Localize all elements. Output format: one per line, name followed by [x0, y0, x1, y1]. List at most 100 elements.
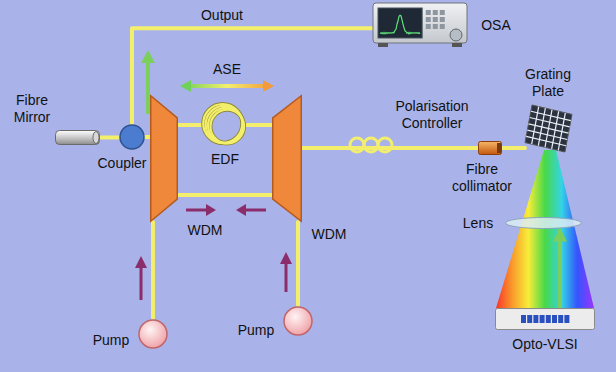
wdm-body — [151, 96, 178, 222]
grating-plate-outline — [525, 105, 572, 152]
fibre-line — [502, 146, 525, 150]
coupler-circle-outline — [119, 124, 145, 150]
instrument-foot — [378, 43, 388, 47]
instrument-knob — [450, 29, 462, 41]
chip-pixel — [527, 315, 532, 323]
chip-pixel — [533, 315, 538, 323]
coupler-body — [120, 125, 144, 149]
instrument-button — [426, 17, 431, 22]
lens-body — [506, 218, 582, 229]
pump-direction-arrowhead — [236, 204, 246, 216]
part-label: EDF — [205, 151, 245, 168]
pump-laser-outline — [282, 305, 314, 337]
instrument-body — [373, 3, 467, 43]
instrument-button — [426, 10, 431, 15]
ase-arrow — [190, 84, 264, 88]
pump-direction-arrowhead — [280, 252, 292, 264]
wdm-trapezoid: WDM — [272, 95, 302, 222]
fibre-line — [151, 222, 155, 318]
coil-loop — [208, 108, 243, 143]
beam-label: ASE — [207, 61, 247, 78]
instrument-button — [440, 17, 445, 22]
part-label: Coupler — [92, 155, 152, 172]
chip-pixel — [521, 315, 526, 323]
polarisation-coils: Polarisation Controller — [345, 137, 397, 159]
fibre-mirror: Fibre Mirror — [55, 130, 100, 145]
part-label: Pump — [236, 322, 276, 339]
part-label: OSA — [476, 17, 516, 34]
lens-outline — [505, 217, 582, 229]
fibre-loop — [378, 138, 392, 152]
fibre-mirror-outline — [55, 130, 100, 145]
collimator-body — [479, 142, 502, 155]
pump-direction-arrowhead — [135, 256, 147, 268]
instrument-button — [426, 24, 431, 29]
chip-pixel — [552, 315, 557, 323]
chip-pixel — [564, 315, 569, 323]
beam-arrow — [558, 229, 562, 308]
pump-body — [139, 320, 167, 348]
part-label: Pump — [91, 332, 131, 349]
part-label: Fibre collimator — [442, 161, 522, 195]
pump-laser: Pump — [282, 305, 314, 337]
part-label: WDM — [183, 222, 227, 239]
wdm-body — [273, 96, 302, 222]
coil-shadow — [208, 108, 243, 143]
spectrum-analyser-outline — [372, 2, 468, 48]
beam-label: Output — [192, 7, 252, 24]
instrument-button — [433, 17, 438, 22]
instrument-button — [440, 10, 445, 15]
wdm-trapezoid-outline — [150, 95, 178, 222]
instrument-button — [433, 24, 438, 29]
opto-vlsi-chip-outline — [495, 308, 595, 330]
part-label: WDM — [307, 226, 351, 243]
pump-direction-arrowhead — [206, 204, 216, 216]
wdm-trapezoid-outline — [272, 95, 302, 222]
fibre-line — [145, 135, 150, 139]
collimator: Fibre collimator — [478, 141, 502, 155]
spectrum-analyser: OSA — [372, 2, 468, 48]
part-label: Grating Plate — [516, 66, 580, 100]
lens: Lens — [505, 217, 582, 229]
pump-body — [284, 307, 312, 335]
mirror-end — [93, 132, 99, 144]
part-label: Opto-VLSI — [500, 336, 590, 353]
part-label: Polarisation Controller — [382, 98, 482, 132]
grating-body — [525, 105, 572, 152]
instrument-screen — [378, 8, 422, 38]
chip-pixel — [546, 315, 551, 323]
polarisation-coils-outline — [345, 137, 397, 159]
coupler-circle: Coupler — [119, 124, 145, 150]
diffracted-spectrum — [496, 150, 594, 308]
fibre-line — [100, 136, 119, 140]
fibre-line — [302, 146, 345, 150]
chip-pixel — [540, 315, 545, 323]
pump-laser: Pump — [137, 318, 169, 350]
pump-direction-arrow — [244, 209, 266, 212]
fibre-coil-outline — [203, 103, 247, 147]
instrument-button — [440, 24, 445, 29]
fibre-line — [178, 123, 203, 127]
collimator-outline — [478, 141, 502, 155]
mirror-body — [56, 131, 100, 145]
fibre-line — [296, 222, 300, 305]
fibre-line — [178, 193, 272, 197]
chip-body — [496, 309, 595, 330]
output-arrowhead — [141, 50, 155, 63]
instrument-foot — [452, 43, 462, 47]
part-label: Fibre Mirror — [4, 92, 60, 126]
opto-vlsi-chip: Opto-VLSI — [495, 308, 595, 330]
ase-arrowhead — [263, 80, 274, 92]
pump-direction-arrow — [285, 262, 288, 292]
fibre-loop — [350, 138, 364, 152]
ase-arrowhead — [180, 80, 191, 92]
output-arrow — [146, 62, 150, 114]
fibre-coil: EDF — [203, 103, 247, 147]
chip-pixel — [558, 315, 563, 323]
pump-direction-arrow — [140, 266, 143, 300]
pump-laser-outline — [137, 318, 169, 350]
grating-grid — [526, 136, 566, 145]
wdm-trapezoid: WDM — [150, 95, 178, 222]
grating-plate: Grating Plate — [525, 105, 572, 152]
